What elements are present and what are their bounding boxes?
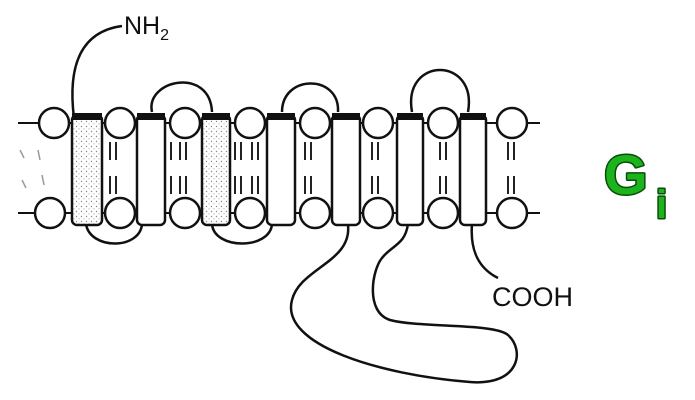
- c-terminus-label: COOH: [492, 282, 573, 312]
- helix-7: [458, 113, 488, 227]
- helix-caps: [72, 113, 486, 120]
- helix-3: [200, 113, 232, 227]
- phospholipid-heads-inner: [33, 196, 529, 230]
- n-terminus-tail: [71, 24, 123, 119]
- extracellular-loop-1: [150, 81, 214, 113]
- helix-2: [135, 113, 167, 227]
- g-protein-label: G i: [603, 142, 669, 229]
- intracellular-loops: [84, 223, 518, 384]
- extracellular-loop-2: [280, 82, 340, 113]
- helix-1: [70, 113, 104, 227]
- lipid-tails-left-faded: [19, 149, 45, 189]
- intracellular-loop-2: [210, 223, 274, 245]
- helix-6: [395, 113, 425, 227]
- extracellular-loop-3: [409, 68, 471, 113]
- helix-4: [265, 113, 297, 227]
- intracellular-loop-1: [84, 223, 144, 245]
- g-protein-letter: G: [604, 143, 648, 206]
- extracellular-loops: [150, 68, 471, 113]
- helix-5: [330, 113, 362, 227]
- n-terminus-label: NH2: [124, 12, 169, 44]
- intracellular-loop-3: [289, 223, 518, 384]
- g-protein-subscript: i: [656, 183, 667, 227]
- c-terminus-tail: [470, 223, 499, 280]
- transmembrane-helices: [70, 113, 488, 227]
- phospholipid-heads-outer: [37, 106, 529, 140]
